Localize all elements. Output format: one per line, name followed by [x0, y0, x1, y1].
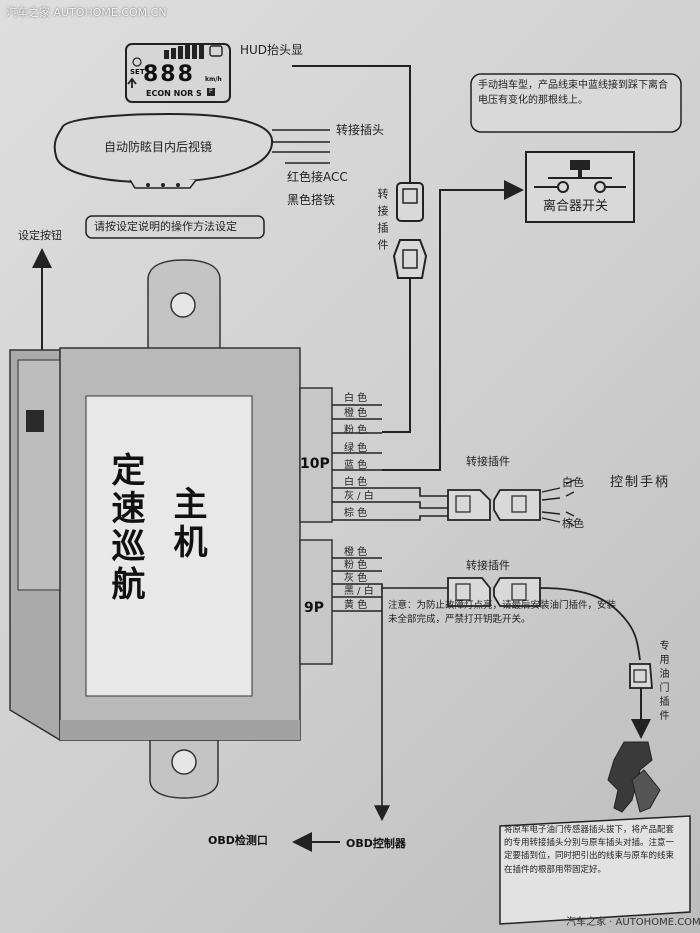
blue-wire-to-clutch [382, 180, 524, 471]
watermark-top: 汽车之家 AUTOHOME.COM.CN [6, 6, 167, 19]
wire-9p-1: 橙 色 [344, 547, 368, 558]
wire-9p-3: 灰 色 [344, 573, 368, 584]
bottom-note-text: 将原车电子油门传感器插头拔下，将产品配套的专用转接插头分别与原车插头对插。注意一… [504, 825, 675, 875]
throttle-plug-label: 专用油门插件 [657, 640, 668, 724]
connector-9p-wires [332, 557, 448, 822]
wire-9p-5: 黄 色 [344, 600, 368, 611]
manual-gear-note: 手动挡车型，产品线束中蓝线接到踩下离合电压有变化的那根线上。 [478, 80, 668, 106]
clutch-switch [525, 151, 635, 223]
mirror-wires [272, 129, 330, 164]
wire-10p-8: 棕 色 [344, 508, 368, 519]
manual-note-frame [470, 73, 682, 133]
obd-port-label: OBD检测口 [208, 834, 268, 847]
hud-unit-text: km/h [205, 76, 222, 83]
clutch-switch-label: 离合器开关 [543, 199, 609, 214]
control-handle-adapter [447, 479, 575, 527]
mirror-label: 自动防眩目内后视镜 [104, 140, 213, 154]
connector-10p-name: 10P [300, 456, 330, 472]
black-wire-label: 黑色搭铁 [287, 193, 336, 207]
wire-9p-2: 粉 色 [344, 560, 368, 571]
adapter-vertical-label: 转接插件 [376, 188, 389, 256]
warning-text: 注意：为防止故障灯点亮，请最后安装油门插件，安装未全部完成，严禁打开钥匙开关。 [388, 600, 617, 625]
handle-brown-label: 棕色 [562, 517, 584, 530]
connector-9p-name: 9P [304, 600, 325, 616]
main-unit-body [9, 259, 333, 799]
throttle-adapter [447, 577, 653, 739]
connector-10p-wires [332, 404, 448, 521]
hud-display [125, 43, 231, 103]
set-button-label: 设定按钮 [18, 229, 62, 242]
hud-set-text: SET [130, 68, 145, 76]
rearview-mirror [53, 112, 274, 189]
handle-white-label: 白色 [562, 476, 584, 489]
hud-wire [292, 65, 411, 183]
hud-adapter-connector [382, 182, 428, 433]
wire-10p-2: 橙 色 [344, 408, 368, 419]
wire-10p-7: 灰 / 白 [344, 491, 374, 502]
wire-9p-4: 黑 / 白 [344, 586, 374, 597]
bottom-note-frame [499, 815, 691, 925]
wire-10p-3: 粉 色 [344, 425, 368, 436]
wire-10p-4: 绿 色 [344, 443, 368, 454]
wire-10p-5: 蓝 色 [344, 460, 368, 471]
adapter-lower-label: 转接插件 [466, 559, 510, 572]
watermark-bottom: 汽车之家 · AUTOHOME.COM.CN [566, 917, 700, 928]
adapter-upper-label: 转接插件 [466, 455, 510, 468]
wire-10p-1: 白 色 [344, 393, 368, 404]
hud-digits: 888 [143, 62, 195, 87]
main-unit-title-1: 定速巡航 [105, 452, 145, 604]
instruction-box-frame [85, 215, 265, 239]
wire-10p-6: 白 色 [344, 477, 368, 488]
accelerator-pedal [607, 741, 661, 813]
obd-controller-label: OBD控制器 [346, 837, 406, 850]
hud-modes-text: ECON NOR S [146, 89, 202, 98]
mirror-connector-label: 转接插头 [336, 123, 385, 137]
red-wire-label: 红色接ACC [287, 170, 348, 184]
main-unit-title-2: 主机 [167, 486, 207, 562]
hud-p-text: P [209, 88, 213, 95]
hud-label: HUD抬头显 [240, 43, 304, 57]
control-handle-label: 控制手柄 [610, 475, 671, 490]
instruction-text: 请按设定说明的操作方法设定 [94, 220, 237, 233]
